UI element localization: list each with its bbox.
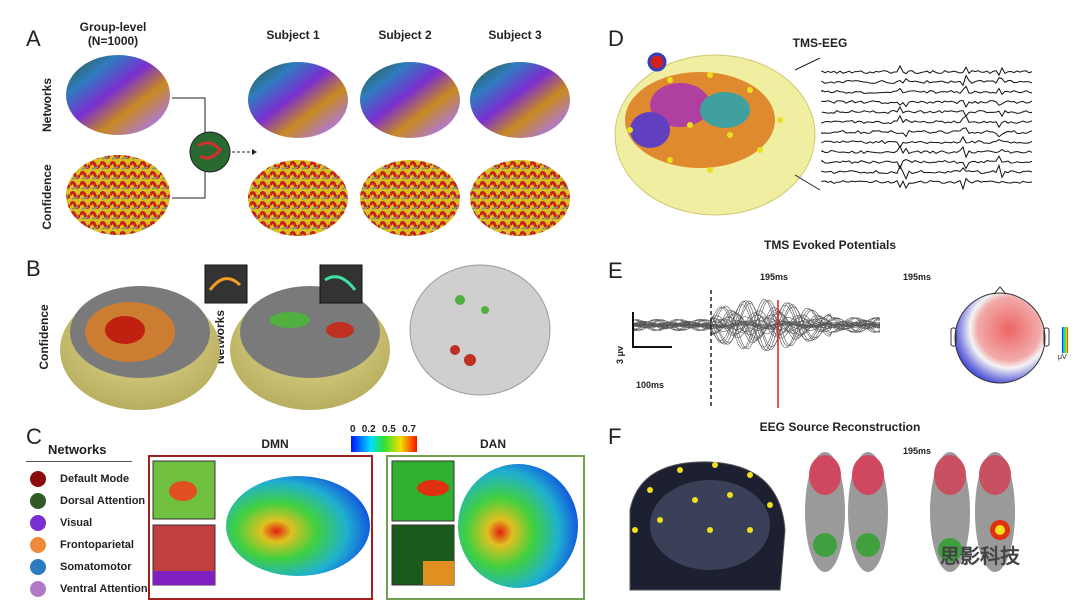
legend-swatch (30, 515, 46, 531)
sphere-icon (190, 132, 230, 172)
group-title: Group-level (68, 20, 158, 34)
inset-networks (320, 265, 362, 303)
scale-y-label: 3 μv (615, 335, 625, 375)
legend-swatch (30, 471, 46, 487)
butterfly-plot (632, 299, 880, 351)
legend-swatch (30, 581, 46, 597)
eeg-trace (822, 179, 1032, 189)
tms-coil-icon (649, 54, 665, 70)
eeg-trace (822, 137, 1032, 147)
tick: 0.2 (362, 424, 376, 435)
panel-a-brains (60, 50, 600, 250)
subject-confidence-brains (248, 160, 570, 236)
panel-label-f: F (608, 424, 621, 450)
subject-1-title: Subject 1 (258, 28, 328, 42)
legend-swatch (30, 559, 46, 575)
row-label-networks: Networks (40, 70, 54, 140)
group-level-title: Group-level(N=1000) (68, 20, 158, 48)
colorbar (351, 436, 417, 452)
watermark: 思影科技 (940, 540, 1020, 569)
panel-label-c: C (26, 424, 42, 450)
eeg-trace (822, 66, 1032, 75)
legend-label: Dorsal Attention (60, 495, 145, 507)
group-confidence-brain (66, 155, 170, 235)
legend-title: Networks (48, 442, 107, 457)
legend-item: Visual (24, 512, 148, 534)
row-label-confidence: Confidence (40, 162, 54, 232)
eeg-source-title: EEG Source Reconstruction (745, 420, 935, 434)
eeg-trace (822, 146, 1032, 157)
group-network-brain (66, 55, 170, 135)
legend-label: Somatomotor (60, 561, 132, 573)
legend-label: Default Mode (60, 473, 129, 485)
group-n: (N=1000) (68, 34, 158, 48)
legend-item: Default Mode (24, 468, 148, 490)
panel-c-maps (148, 436, 588, 602)
surface-brain (410, 265, 550, 395)
eeg-trace (822, 116, 1032, 127)
subject-3-title: Subject 3 (480, 28, 550, 42)
tick: 0 (350, 424, 356, 435)
mri-head (630, 462, 785, 590)
eeg-trace (822, 128, 1032, 137)
panel-label-e: E (608, 258, 623, 284)
head-networks (230, 286, 390, 410)
colorbar-ticks: 0 0.2 0.5 0.7 (350, 424, 416, 435)
topo-colorbar (1062, 327, 1068, 353)
legend-item: Ventral Attention (24, 578, 148, 600)
eeg-trace (822, 86, 1032, 94)
source-brain-1 (805, 452, 888, 572)
eeg-trace (822, 101, 1032, 107)
tms-eeg-title: TMS-EEG (760, 36, 880, 50)
tick: 0.7 (402, 424, 416, 435)
subject-network-brains (248, 62, 570, 138)
legend-item: Somatomotor (24, 556, 148, 578)
legend-item: Dorsal Attention (24, 490, 148, 512)
legend-label: Frontoparietal (60, 539, 134, 551)
panel-b-images (30, 250, 590, 420)
legend-divider (26, 461, 132, 462)
legend-swatch (30, 493, 46, 509)
eeg-traces (822, 66, 1032, 189)
tick: 0.5 (382, 424, 396, 435)
legend-swatch (30, 537, 46, 553)
panel-label-d: D (608, 26, 624, 52)
legend-label: Ventral Attention (60, 583, 148, 595)
subject-2-title: Subject 2 (370, 28, 440, 42)
panel-label-a: A (26, 26, 41, 52)
eeg-trace (822, 76, 1032, 86)
tep-title: TMS Evoked Potentials (740, 238, 920, 252)
topomap (951, 287, 1049, 383)
panel-f-images (620, 450, 1080, 602)
eeg-trace (822, 156, 1032, 168)
eeg-trace (822, 107, 1032, 116)
colorbar-unit: μV (1058, 354, 1067, 361)
eeg-trace (822, 165, 1032, 178)
panel-d-images (610, 50, 1080, 220)
network-legend: Default Mode Dorsal Attention Visual Fro… (24, 468, 148, 600)
legend-item: Frontoparietal (24, 534, 148, 556)
panel-e-plots (630, 280, 1080, 410)
legend-label: Visual (60, 517, 92, 529)
head-confidence (60, 286, 220, 410)
